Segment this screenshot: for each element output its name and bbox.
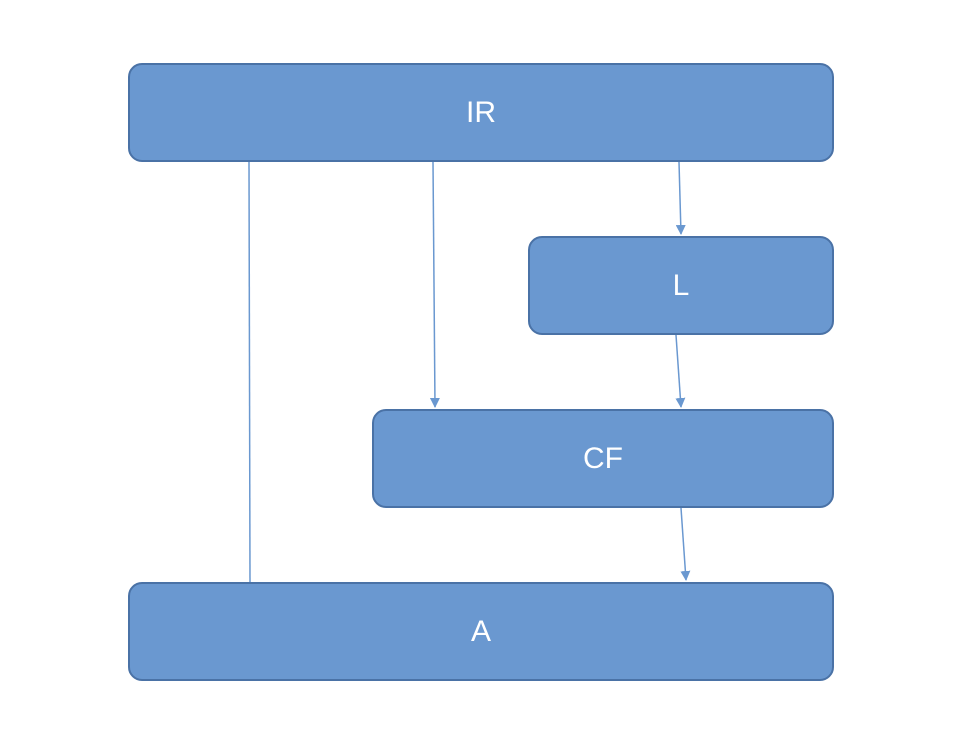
- node-a: A: [128, 582, 834, 681]
- node-ir-label: IR: [466, 95, 496, 129]
- edge-ir-to-cf: [429, 161, 440, 408]
- node-l: L: [528, 236, 834, 335]
- node-ir: IR: [128, 63, 834, 162]
- node-a-label: A: [470, 614, 491, 648]
- edge-cf-to-a: [680, 507, 691, 581]
- edge-ir-to-l: [675, 161, 686, 235]
- node-cf-label: CF: [583, 441, 623, 475]
- node-l-label: L: [672, 268, 690, 302]
- edge-l-to-cf: [675, 334, 686, 408]
- edge-ir-to-a: [248, 161, 251, 583]
- node-cf: CF: [372, 409, 834, 508]
